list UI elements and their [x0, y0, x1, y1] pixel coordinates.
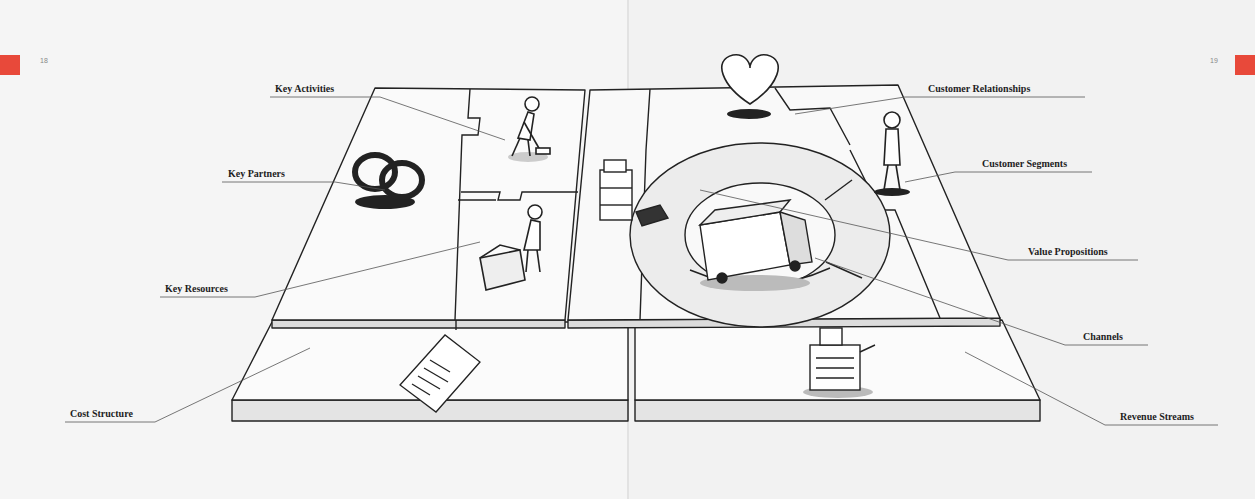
block-label: Cost Structure	[70, 408, 133, 420]
block-label: Revenue Streams	[1120, 411, 1194, 423]
block-dividers	[455, 88, 940, 330]
page-number: 18	[40, 56, 48, 65]
resource-figure	[480, 205, 542, 290]
block-label: Channels	[1083, 331, 1123, 343]
printer-icon	[600, 160, 668, 226]
truck-icon	[700, 200, 812, 291]
cash-register-icon	[803, 328, 875, 398]
rings-icon	[355, 155, 422, 209]
customer-figure	[874, 112, 910, 196]
worker-figure	[508, 97, 550, 162]
heart-icon	[722, 55, 778, 119]
block-label: Customer Segments	[982, 158, 1067, 170]
canvas-board	[232, 85, 1040, 421]
block-label: Customer Relationships	[928, 83, 1030, 95]
page-number: 19	[1210, 56, 1218, 65]
leader-lines	[65, 97, 1218, 425]
contract-icon	[400, 335, 480, 412]
block-label: Key Activities	[275, 83, 334, 95]
block-label: Key Partners	[228, 168, 285, 180]
block-label: Value Propositions	[1028, 246, 1108, 258]
value-ring	[630, 143, 890, 327]
block-label: Key Resources	[165, 283, 228, 295]
